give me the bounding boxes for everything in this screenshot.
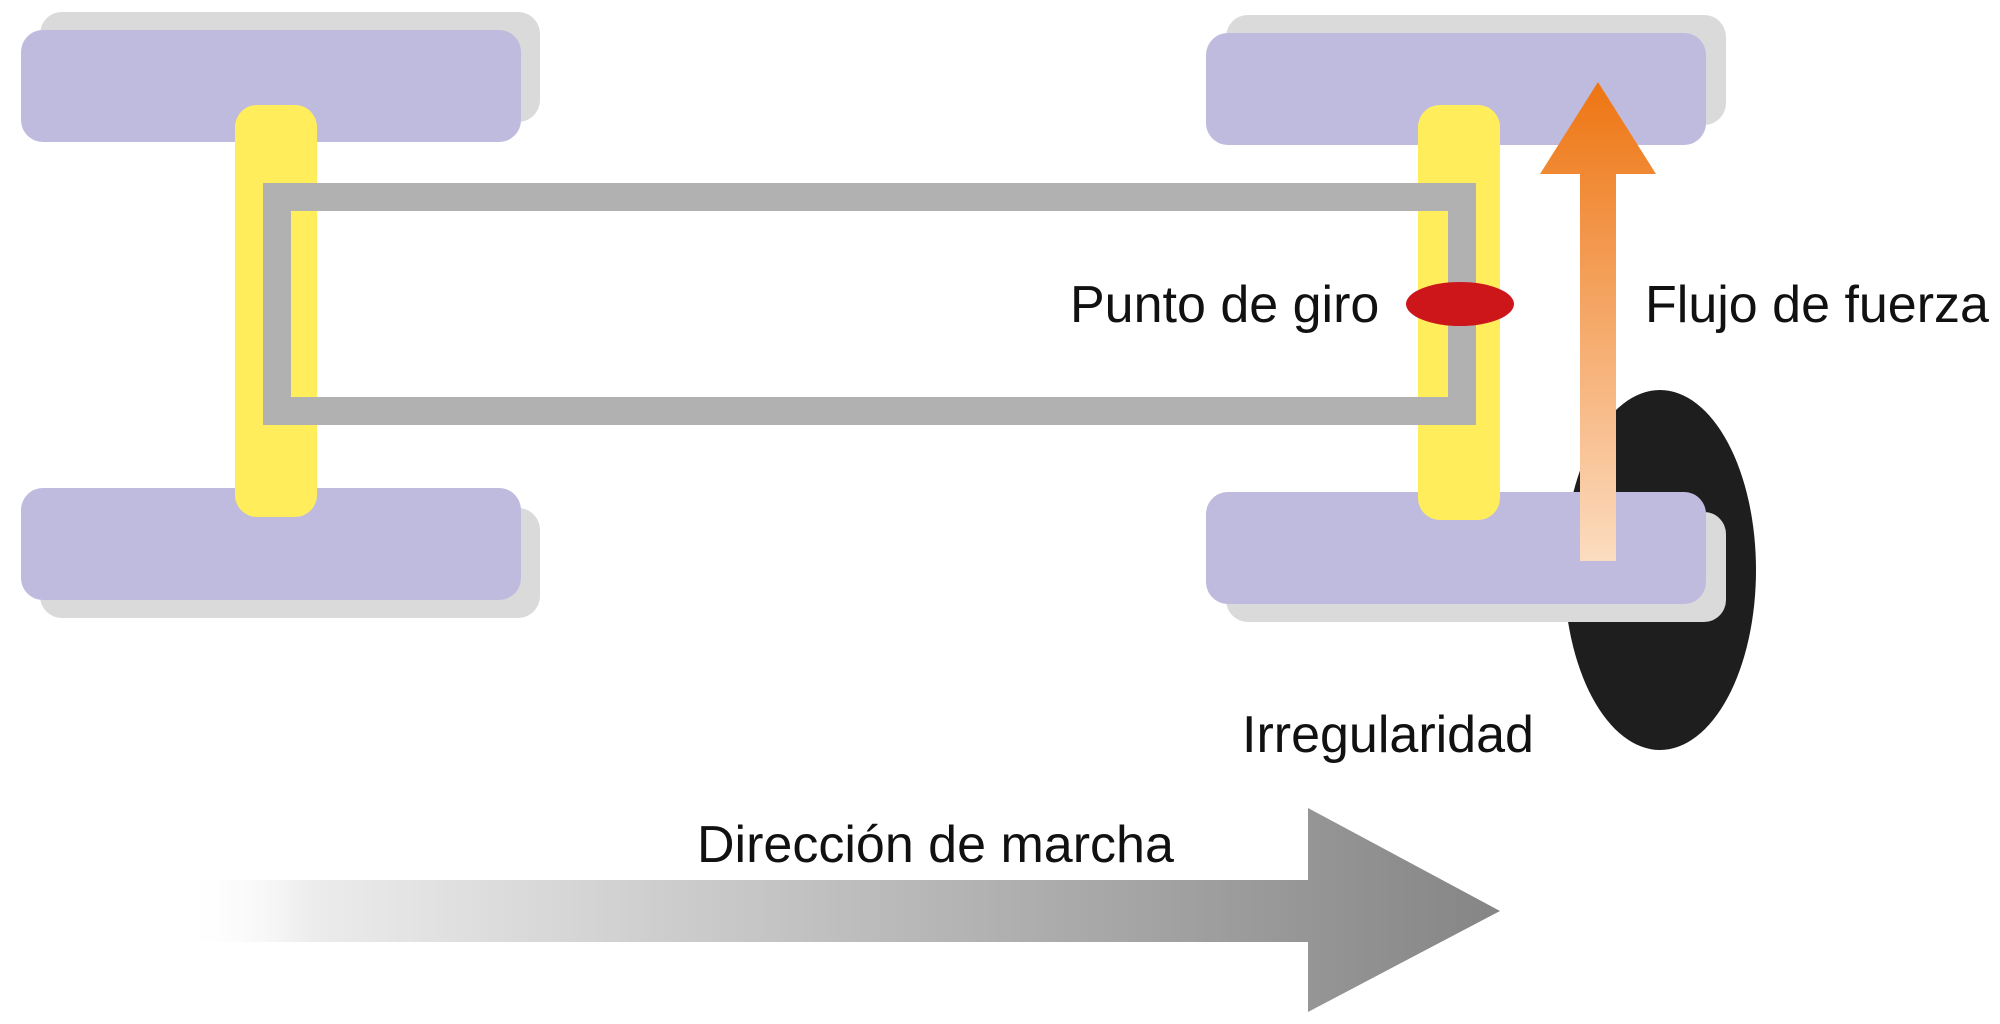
force-flow-arrow [1540,82,1656,561]
pivot-point-marker [1406,282,1514,326]
tire-rear-left [21,488,521,600]
chassis-frame [263,183,1476,425]
pivot-point-label: Punto de giro [1070,276,1379,334]
direction-of-travel-label: Dirección de marcha [697,816,1174,874]
force-flow-label: Flujo de fuerza [1645,276,1989,334]
irregularity-label: Irregularidad [1242,706,1534,764]
tire-front-left [21,30,521,142]
direction-of-travel-arrow [180,808,1500,1012]
